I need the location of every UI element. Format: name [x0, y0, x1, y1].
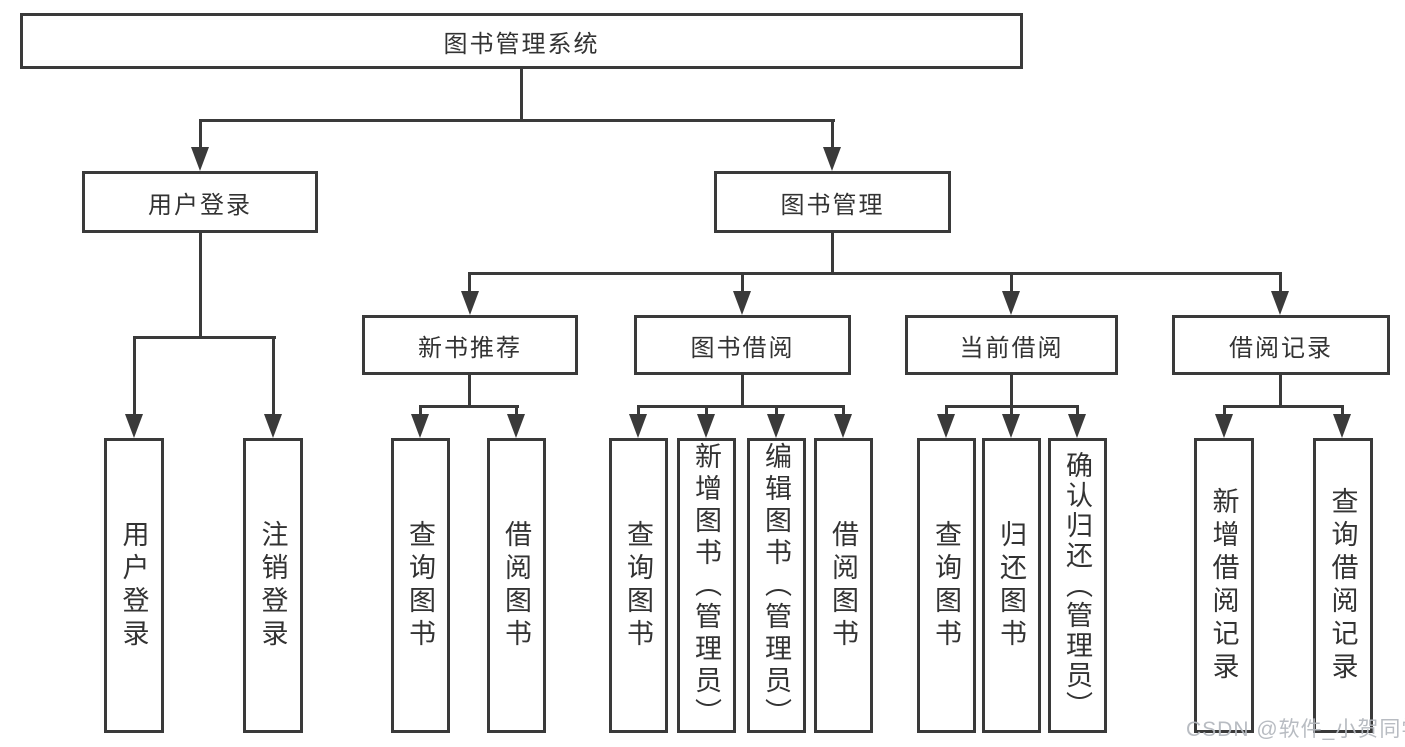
leaf-query-book-2-label: 查询图书	[623, 519, 653, 652]
node-leaf-borrow-book-1: 借阅图书	[487, 438, 546, 733]
arrowhead-currentborrow	[1002, 291, 1020, 315]
node-leaf-return-book: 归还图书	[982, 438, 1041, 733]
arrowhead-g3-confirm	[1068, 414, 1086, 438]
connector-user-horizontal	[133, 336, 276, 339]
connector-bookborrow-drop	[741, 272, 744, 293]
node-book-borrow-label: 图书借阅	[690, 334, 795, 362]
arrowhead-g4-add	[1215, 414, 1233, 438]
leaf-add-book-label: 新增图书（管理员）	[691, 441, 721, 730]
connector-g3-drop1	[945, 405, 948, 417]
connector-g1-drop1	[419, 405, 422, 417]
node-current-borrow-label: 当前借阅	[959, 334, 1064, 362]
leaf-query-book-1-label: 查询图书	[405, 519, 435, 652]
connector-leaf-logout-drop	[272, 336, 275, 416]
node-current-borrow: 当前借阅	[905, 315, 1118, 375]
node-leaf-add-record: 新增借阅记录	[1194, 438, 1254, 733]
connector-g2-drop3	[775, 405, 778, 417]
arrowhead-userlogin	[191, 147, 209, 171]
connector-currentborrow-drop	[1010, 272, 1013, 293]
leaf-borrow-book-1-label: 借阅图书	[501, 519, 531, 652]
arrowhead-g1-borrow	[507, 414, 525, 438]
node-leaf-query-book-2: 查询图书	[609, 438, 668, 733]
connector-g3-drop3	[1076, 405, 1079, 417]
arrowhead-g3-query	[937, 414, 955, 438]
arrowhead-g2-query	[629, 414, 647, 438]
connector-g2-horizontal	[637, 405, 845, 408]
node-leaf-user-login: 用户登录	[104, 438, 164, 733]
arrowhead-g2-edit	[767, 414, 785, 438]
node-user-login: 用户登录	[82, 171, 318, 233]
node-leaf-query-book-1: 查询图书	[391, 438, 450, 733]
node-book-borrow: 图书借阅	[634, 315, 851, 375]
connector-g1-stem	[468, 375, 471, 408]
node-borrow-record-label: 借阅记录	[1229, 334, 1333, 362]
leaf-add-record-label: 新增借阅记录	[1208, 486, 1239, 685]
arrowhead-g3-return	[1002, 414, 1020, 438]
arrowhead-leaf-logout	[264, 414, 282, 438]
node-leaf-edit-book: 编辑图书（管理员）	[747, 438, 806, 733]
node-new-book-rec: 新书推荐	[362, 315, 578, 375]
node-book-mgmt-label: 图书管理	[780, 191, 885, 219]
leaf-borrow-book-2-label: 借阅图书	[828, 519, 858, 652]
node-user-login-label: 用户登录	[148, 191, 252, 219]
connector-borrowrecord-drop	[1279, 272, 1282, 293]
arrowhead-leaf-userlogin	[125, 414, 143, 438]
node-leaf-add-book: 新增图书（管理员）	[677, 438, 736, 733]
connector-g1-drop2	[515, 405, 518, 417]
leaf-logout-label: 注销登录	[257, 519, 288, 652]
leaf-return-book-label: 归还图书	[996, 519, 1026, 652]
node-leaf-query-record: 查询借阅记录	[1313, 438, 1373, 733]
node-borrow-record: 借阅记录	[1172, 315, 1390, 375]
csdn-watermark: CSDN @软件_小贺同学	[1186, 718, 1405, 741]
arrowhead-borrowrecord	[1271, 291, 1289, 315]
node-new-book-rec-label: 新书推荐	[418, 334, 522, 362]
arrowhead-g2-borrow	[834, 414, 852, 438]
connector-bookmgmt-drop	[831, 119, 834, 149]
leaf-confirm-return-label: 确认归还（管理员）	[1062, 450, 1092, 721]
connector-g4-drop1	[1223, 405, 1226, 417]
connector-g4-horizontal	[1223, 405, 1344, 408]
connector-bookmgmt-stem	[831, 233, 834, 275]
arrowhead-newbookrec	[461, 291, 479, 315]
leaf-query-record-label: 查询借阅记录	[1327, 486, 1358, 685]
leaf-query-book-3-label: 查询图书	[931, 519, 961, 652]
node-leaf-query-book-3: 查询图书	[917, 438, 976, 733]
connector-root-stem	[520, 69, 523, 122]
connector-g3-drop2	[1010, 405, 1013, 417]
arrowhead-g2-add	[697, 414, 715, 438]
connector-g1-horizontal	[419, 405, 519, 408]
connector-g3-stem	[1010, 375, 1013, 408]
connector-g4-drop2	[1341, 405, 1344, 417]
node-leaf-confirm-return: 确认归还（管理员）	[1048, 438, 1107, 733]
leaf-edit-book-label: 编辑图书（管理员）	[761, 441, 791, 730]
connector-newbookrec-drop	[468, 272, 471, 293]
leaf-user-login-label: 用户登录	[118, 519, 149, 652]
node-leaf-logout: 注销登录	[243, 438, 303, 733]
connector-userlogin-drop	[199, 119, 202, 149]
arrowhead-g4-query	[1333, 414, 1351, 438]
connector-g2-drop2	[705, 405, 708, 417]
connector-leaf-userlogin-drop	[133, 336, 136, 416]
connector-user-stem	[199, 233, 202, 339]
connector-g4-stem	[1279, 375, 1282, 408]
node-root-label: 图书管理系统	[443, 30, 600, 58]
arrowhead-bookborrow	[733, 291, 751, 315]
connector-l1-horizontal	[199, 119, 835, 122]
node-root: 图书管理系统	[20, 13, 1023, 69]
node-book-mgmt: 图书管理	[714, 171, 951, 233]
connector-g2-drop4	[842, 405, 845, 417]
connector-l3-horizontal	[468, 272, 1282, 275]
connector-g2-drop1	[637, 405, 640, 417]
arrowhead-bookmgmt	[823, 147, 841, 171]
node-leaf-borrow-book-2: 借阅图书	[814, 438, 873, 733]
connector-g2-stem	[741, 375, 744, 408]
arrowhead-g1-query	[411, 414, 429, 438]
